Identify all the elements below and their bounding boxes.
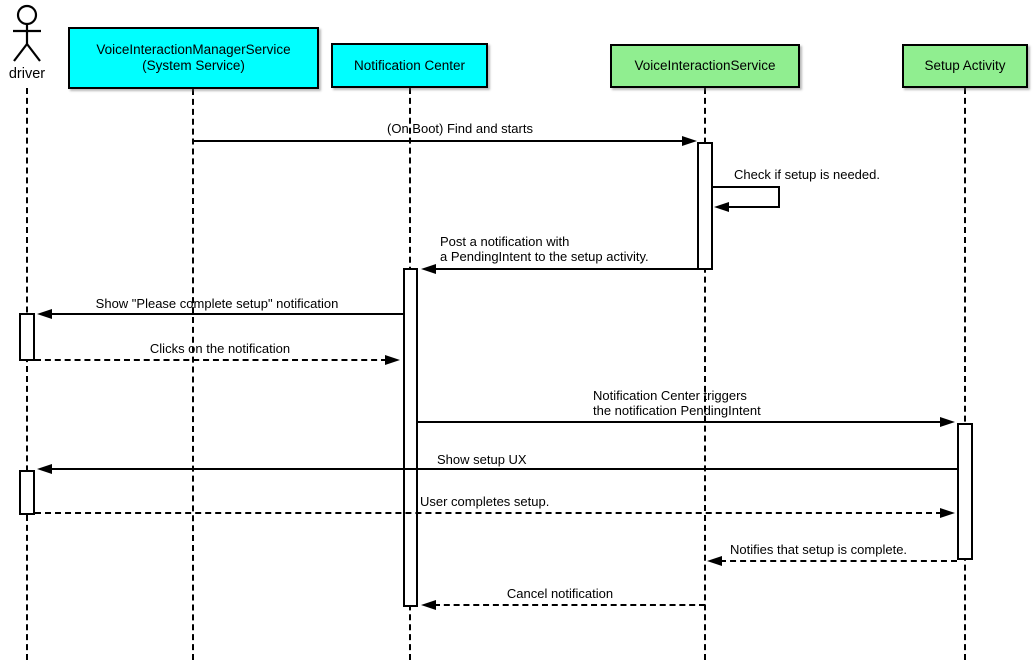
message-arrow-user-completes-setup	[35, 512, 942, 514]
message-arrow-show-please-complete-setup	[50, 313, 403, 315]
arrowhead-icon	[940, 508, 955, 518]
activation-bar-setup-activity	[957, 423, 973, 560]
arrowhead-icon	[940, 417, 955, 427]
message-label-nc-triggers-line2: the notification PendingIntent	[593, 403, 761, 418]
arrowhead-icon	[707, 556, 722, 566]
participant-box-voiceinteractionmanagerservice: VoiceInteractionManagerService (System S…	[68, 27, 319, 89]
message-label-user-completes-setup: User completes setup.	[420, 494, 550, 509]
message-label-notifies-setup-complete: Notifies that setup is complete.	[730, 542, 908, 557]
message-arrow-show-setup-ux	[50, 468, 957, 470]
lifeline-driver	[26, 88, 28, 660]
message-self-check-setup-out	[713, 186, 780, 188]
arrowhead-icon	[37, 309, 52, 319]
lifeline-setup-activity	[964, 88, 966, 660]
message-arrow-on-boot-find-and-starts	[193, 140, 693, 142]
actor-driver: driver	[0, 0, 54, 90]
arrowhead-icon	[682, 136, 697, 146]
participant-box-voiceinteractionservice: VoiceInteractionService	[610, 44, 800, 88]
message-label-post-notification-line2: a PendingIntent to the setup activity.	[440, 249, 649, 264]
participant-label: VoiceInteractionManagerService	[96, 42, 291, 57]
message-label-check-if-setup-is-needed: Check if setup is needed.	[734, 167, 880, 182]
participant-label: Setup Activity	[924, 58, 1006, 73]
message-arrow-notifies-setup-complete	[720, 560, 957, 562]
lifeline-voiceinteractionmanagerservice	[192, 89, 194, 660]
message-self-check-setup-return	[727, 206, 780, 208]
message-label-clicks-on-the-notification: Clicks on the notification	[149, 341, 291, 356]
activation-bar-voiceinteractionservice	[697, 142, 713, 270]
arrowhead-icon	[421, 264, 436, 274]
arrowhead-icon	[385, 355, 400, 365]
arrowhead-icon	[714, 202, 729, 212]
message-label-show-please-complete-setup: Show "Please complete setup" notificatio…	[95, 296, 339, 311]
message-label-cancel-notification: Cancel notification	[506, 586, 614, 601]
person-icon	[13, 4, 41, 62]
lifeline-voiceinteractionservice	[704, 88, 706, 660]
message-self-check-setup-side	[778, 187, 780, 207]
message-label-show-setup-ux: Show setup UX	[437, 452, 527, 467]
activation-bar-driver-1	[19, 313, 35, 361]
participant-box-notification-center: Notification Center	[331, 43, 488, 88]
message-arrow-clicks-on-the-notification	[35, 359, 387, 361]
message-label-nc-triggers-line1: Notification Center triggers	[593, 388, 747, 403]
actor-label: driver	[8, 66, 46, 82]
arrowhead-icon	[421, 600, 436, 610]
participant-sublabel: (System Service)	[142, 58, 245, 73]
arrowhead-icon	[37, 464, 52, 474]
activation-bar-notification-center	[403, 268, 418, 607]
message-label-on-boot-find-and-starts: (On Boot) Find and starts	[387, 121, 533, 136]
message-arrow-cancel-notification	[434, 604, 705, 606]
activation-bar-driver-2	[19, 470, 35, 515]
participant-label: Notification Center	[353, 57, 466, 73]
message-label-post-notification-line1: Post a notification with	[440, 234, 570, 249]
participant-label: VoiceInteractionService	[634, 58, 776, 73]
message-arrow-post-notification	[433, 268, 697, 270]
message-arrow-nc-triggers-pendingintent	[418, 421, 943, 423]
participant-box-setup-activity: Setup Activity	[902, 44, 1028, 88]
